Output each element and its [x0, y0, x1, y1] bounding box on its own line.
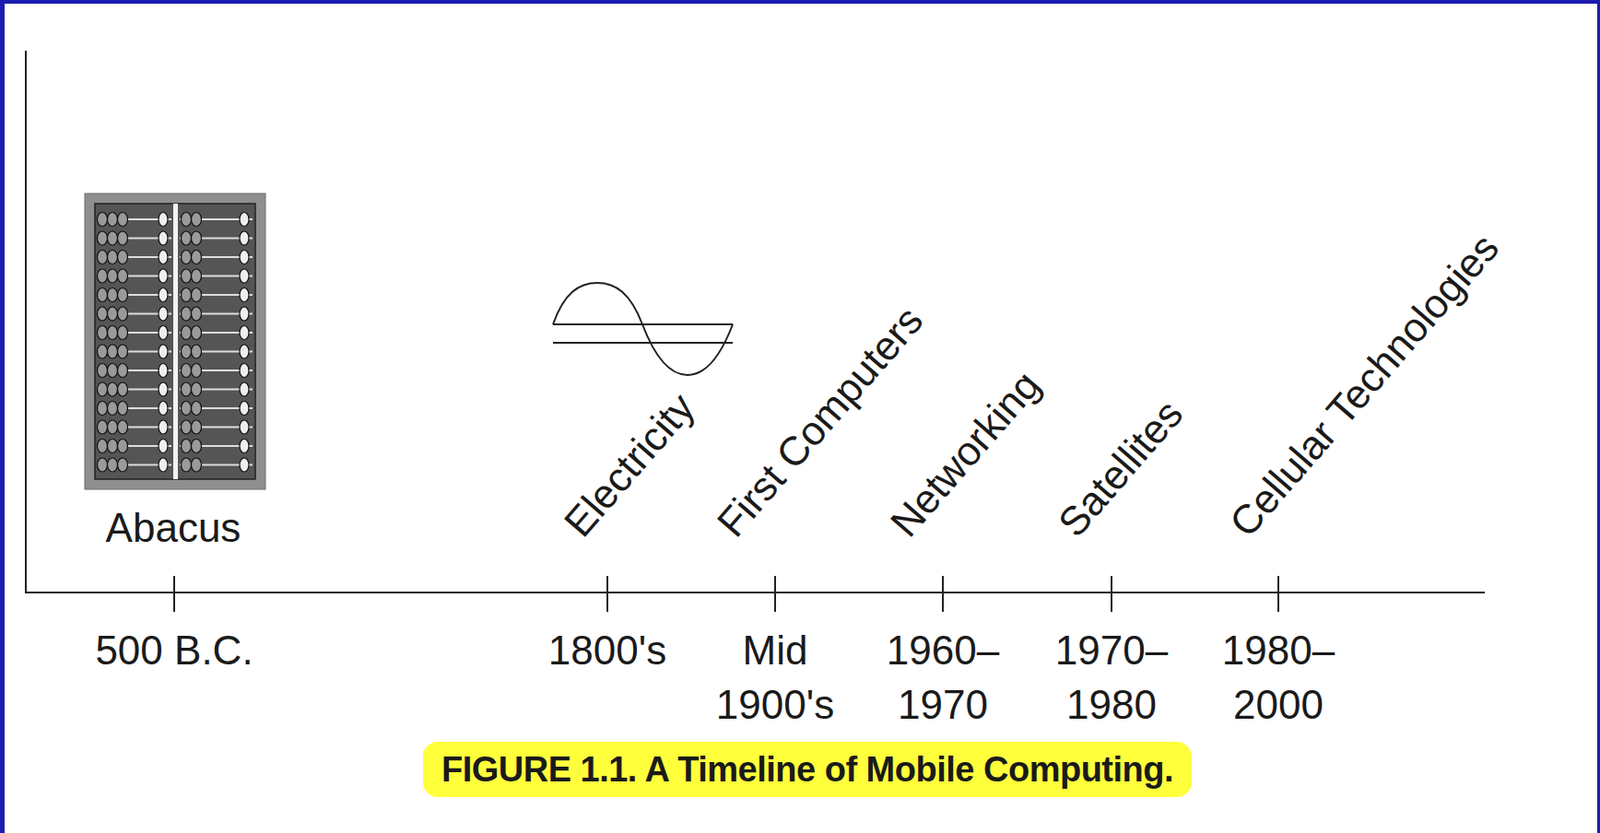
- era-label: Electricity: [554, 384, 704, 546]
- date-label: Mid 1900's: [705, 623, 845, 732]
- date-label: 1960– 1970: [873, 623, 1012, 732]
- figure-caption: FIGURE 1.1. A Timeline of Mobile Computi…: [423, 741, 1192, 798]
- era-label: Cellular Technologies: [1220, 224, 1508, 546]
- era-label: Satellites: [1048, 390, 1192, 546]
- date-label: 1980– 2000: [1209, 623, 1348, 732]
- icon-label: Abacus: [105, 505, 242, 552]
- abacus-icon: [84, 193, 266, 490]
- time-axis: [24, 591, 1485, 594]
- era-label: Networking: [881, 362, 1049, 546]
- y-axis: [24, 50, 27, 593]
- electricity-symbol: [552, 282, 733, 376]
- date-label: 1800's: [529, 623, 686, 678]
- slide-border: [0, 0, 1600, 4]
- date-label: 1970– 1980: [1042, 623, 1181, 732]
- date-label: 500 B.C.: [63, 623, 285, 678]
- slide-border: [1597, 0, 1600, 833]
- tick-marks: [174, 576, 1279, 612]
- slide-border: [0, 0, 5, 833]
